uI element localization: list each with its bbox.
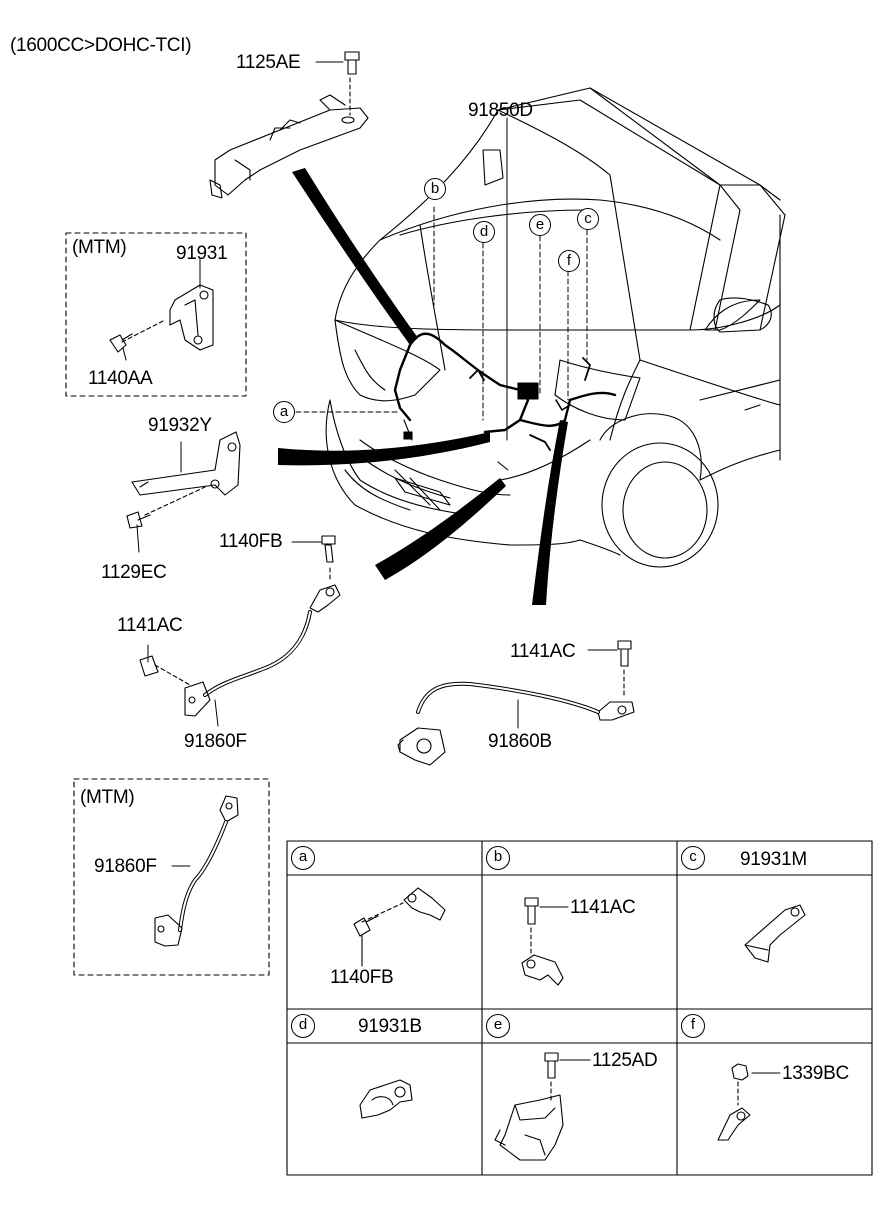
detail-a-key: a: [291, 846, 315, 870]
cable-91860F-drawing: [139, 535, 341, 717]
detail-a-part: 1140FB: [330, 967, 394, 988]
part-label-91932Y: 91932Y: [148, 415, 212, 436]
detail-c-drawing: [744, 904, 806, 963]
leader-lines: [122, 61, 618, 867]
part-label-1141AC-left: 1141AC: [117, 615, 183, 636]
part-label-1140FB: 1140FB: [219, 531, 283, 552]
bracket-91931-drawing: [109, 284, 214, 353]
detail-e-key: e: [486, 1014, 510, 1038]
cable-91860B-drawing: [397, 640, 635, 766]
detail-d-title: 91931B: [358, 1016, 422, 1037]
detail-b-part: 1141AC: [570, 897, 636, 918]
detail-e-drawing: [494, 1052, 591, 1161]
detail-e-part: 1125AD: [592, 1050, 658, 1071]
callout-c: c: [577, 208, 599, 230]
bracket-91932Y-drawing: [126, 431, 241, 529]
part-label-91860B: 91860B: [488, 731, 552, 752]
part-label-1125AE: 1125AE: [236, 52, 301, 73]
callout-d: d: [473, 221, 495, 243]
part-label-91931: 91931: [176, 243, 228, 264]
callout-a: a: [273, 401, 295, 423]
detail-b-drawing: [521, 897, 569, 986]
detail-f-part: 1339BC: [782, 1063, 849, 1084]
detail-d-drawing: [359, 1079, 413, 1119]
mtm-box-top: [65, 232, 247, 397]
bracket-1125AE-drawing: [209, 51, 369, 199]
variant-label: (1600CC>DOHC-TCI): [10, 35, 192, 56]
part-label-1141AC-right: 1141AC: [510, 641, 576, 662]
part-label-91860F: 91860F: [184, 731, 247, 752]
part-label-91860F-mtm: 91860F: [94, 856, 157, 877]
detail-c-title: 91931M: [740, 849, 807, 870]
detail-d-key: d: [291, 1014, 315, 1038]
detail-table: [286, 840, 873, 1176]
detail-b-key: b: [486, 846, 510, 870]
detail-a-drawing: [353, 887, 446, 967]
detail-f-key: f: [681, 1014, 705, 1038]
part-label-1129EC: 1129EC: [101, 562, 167, 583]
car-front-drawing: [278, 87, 786, 605]
detail-f-drawing: [717, 1063, 781, 1141]
callout-b: b: [424, 178, 446, 200]
mtm-box-bottom: [73, 778, 270, 976]
callout-f: f: [558, 250, 580, 272]
mtm-label-top: (MTM): [72, 237, 127, 258]
cable-91860F-mtm-drawing: [154, 795, 239, 947]
part-label-91850D: 91850D: [468, 100, 533, 121]
part-label-1140AA: 1140AA: [88, 368, 153, 389]
mtm-label-bottom: (MTM): [80, 787, 135, 808]
detail-c-key: c: [681, 846, 705, 870]
callout-e: e: [529, 214, 551, 236]
